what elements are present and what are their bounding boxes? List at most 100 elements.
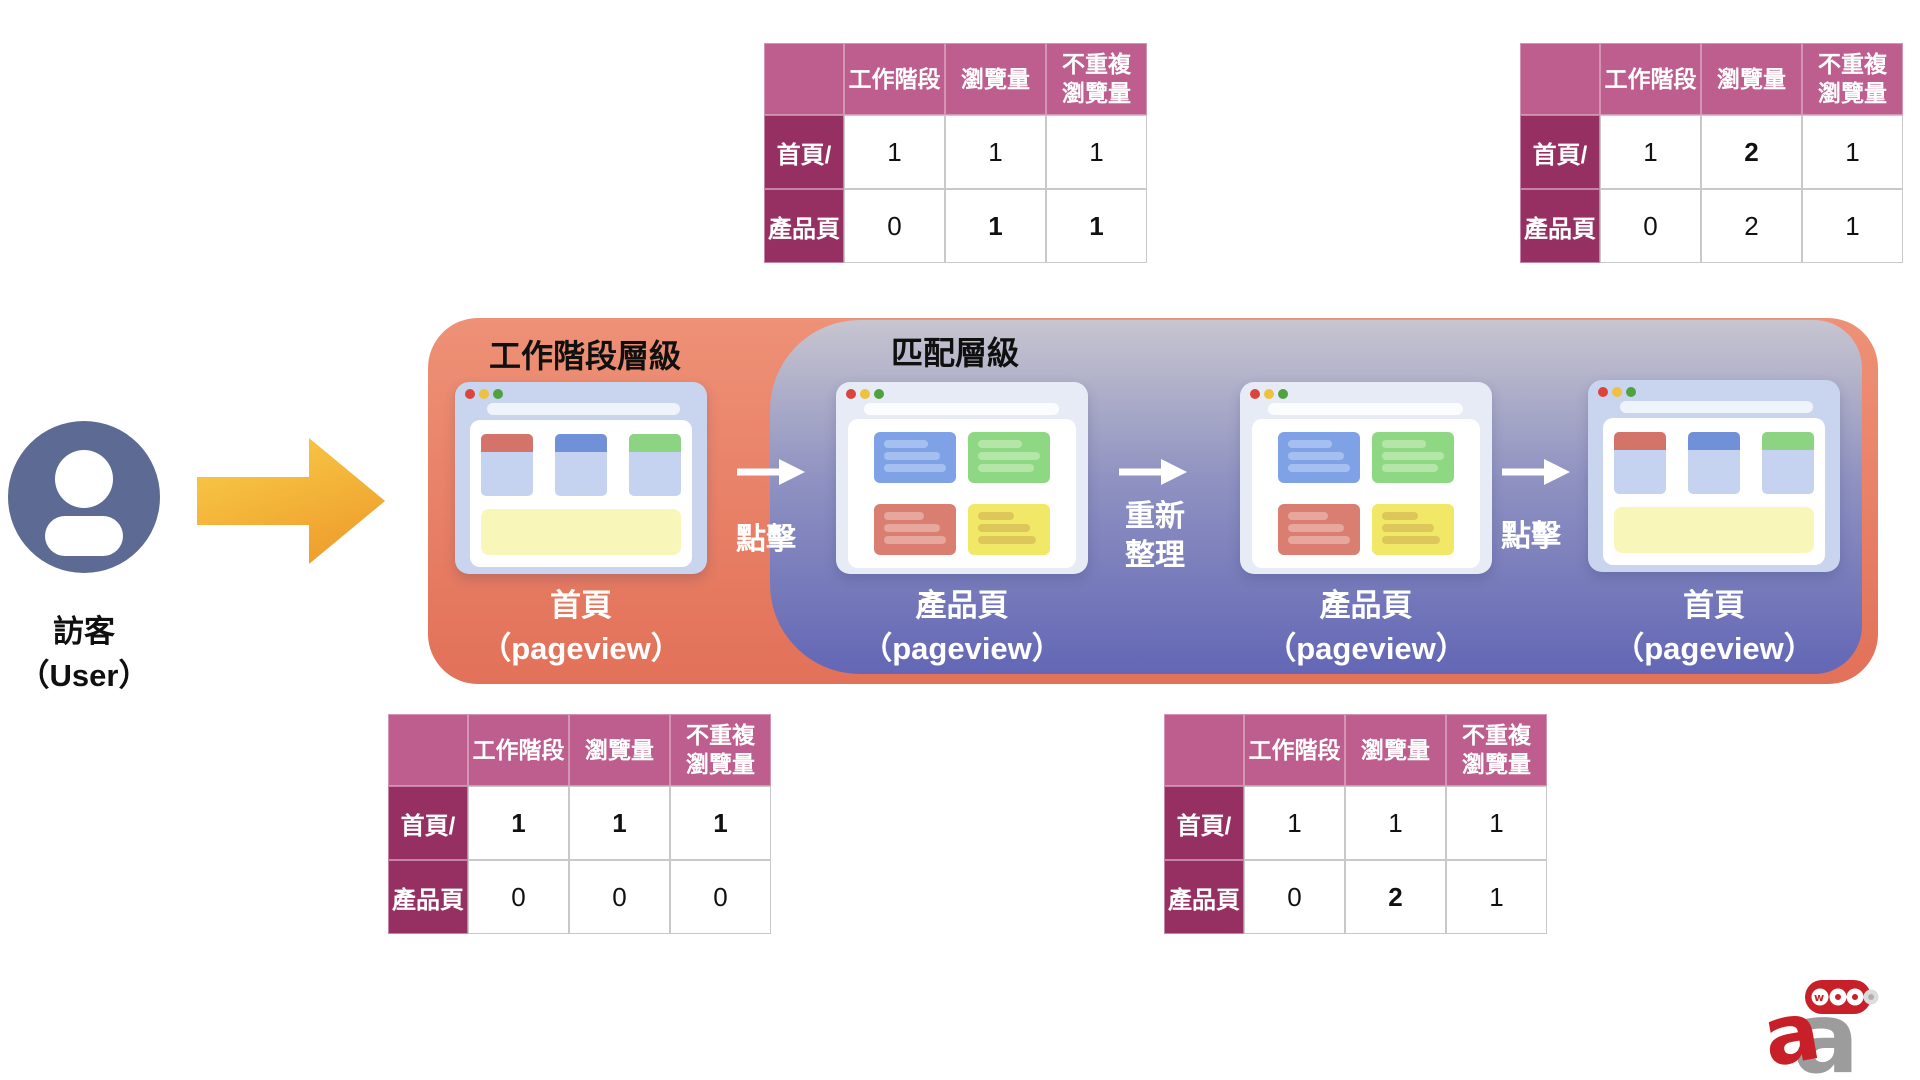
row-header: 產品頁: [1520, 189, 1600, 263]
column-header: 瀏覽量: [945, 43, 1046, 115]
window-caption-4: 首頁 （pageview）: [1554, 584, 1874, 670]
table-corner-cell: [764, 43, 844, 115]
table-cell: 2: [1345, 860, 1446, 934]
transition-label-refresh: 重新 整理: [1125, 500, 1185, 572]
table-cell: 0: [1244, 860, 1345, 934]
table-cell: 0: [670, 860, 771, 934]
table-cell: 1: [844, 115, 945, 189]
table-cell: 1: [945, 115, 1046, 189]
metrics-table-bottom-left: 工作階段 瀏覽量 不重複 瀏覽量 首頁/ 1 1 1 產品頁 0 0 0: [388, 714, 771, 934]
table-cell: 1: [945, 189, 1046, 263]
table-corner-cell: [1520, 43, 1600, 115]
window-caption-1: 首頁 （pageview）: [421, 584, 741, 670]
table-cell: 1: [569, 786, 670, 860]
page-content: [1252, 419, 1480, 568]
card-green: [1372, 432, 1454, 483]
table-cell: 1: [468, 786, 569, 860]
column-header: 工作階段: [1244, 714, 1345, 786]
page-subtitle: （pageview）: [1265, 631, 1467, 666]
url-bar: [1268, 403, 1463, 415]
column-header: 不重複 瀏覽量: [1046, 43, 1147, 115]
session-level-label: 工作階段層級: [488, 338, 681, 374]
transition-label-click-2: 點擊: [1501, 520, 1561, 553]
hit-level-label: 匹配層級: [890, 335, 1019, 371]
traffic-light-green-icon: [1626, 387, 1636, 397]
transition-arrow-icon: [737, 459, 805, 485]
metrics-table-bottom-right: 工作階段 瀏覽量 不重複 瀏覽量 首頁/ 1 1 1 產品頁 0 2 1: [1164, 714, 1547, 934]
page-title: 首頁: [550, 588, 612, 623]
page-content: [1603, 418, 1825, 565]
page-content: [470, 420, 692, 567]
page-subtitle: （pageview）: [480, 631, 682, 666]
row-header: 產品頁: [388, 860, 468, 934]
table-cell: 0: [468, 860, 569, 934]
page-title: 產品頁: [915, 588, 1009, 623]
column-header: 工作階段: [844, 43, 945, 115]
url-bar: [1620, 401, 1813, 413]
card-green: [968, 432, 1050, 483]
traffic-light-yellow-icon: [860, 389, 870, 399]
browser-window-product-1: [836, 382, 1088, 574]
card-blue: [1278, 432, 1360, 483]
page-title: 產品頁: [1319, 588, 1413, 623]
card-yellow: [1372, 504, 1454, 555]
browser-window-product-2: [1240, 382, 1492, 574]
page-subtitle: （pageview）: [861, 631, 1063, 666]
table-cell: 0: [569, 860, 670, 934]
traffic-light-red-icon: [846, 389, 856, 399]
traffic-light-red-icon: [465, 389, 475, 399]
table-cell: 2: [1701, 189, 1802, 263]
column-header: 瀏覽量: [569, 714, 670, 786]
transition-arrow-icon: [1119, 459, 1187, 485]
column-header: 瀏覽量: [1345, 714, 1446, 786]
traffic-light-yellow-icon: [1612, 387, 1622, 397]
card-blue: [874, 432, 956, 483]
metrics-table-top-left: 工作階段 瀏覽量 不重複 瀏覽量 首頁/ 1 1 1 產品頁 0 1 1: [764, 43, 1147, 263]
url-bar: [864, 403, 1059, 415]
card-green: [1762, 432, 1814, 494]
browser-window-homepage-1: [455, 382, 707, 574]
table-cell: 1: [1244, 786, 1345, 860]
banner: [481, 509, 681, 555]
column-header: 不重複 瀏覽量: [1446, 714, 1547, 786]
table-cell: 1: [1046, 115, 1147, 189]
table-cell: 1: [1802, 115, 1903, 189]
table-corner-cell: [1164, 714, 1244, 786]
browser-window-homepage-2: [1588, 380, 1840, 572]
table-cell: 1: [1446, 860, 1547, 934]
column-header: 工作階段: [468, 714, 569, 786]
transition-arrow-icon: [1502, 459, 1570, 485]
url-bar: [487, 403, 680, 415]
awoo-logo: a a w: [1763, 980, 1879, 1078]
row-header: 首頁/: [388, 786, 468, 860]
page-title: 首頁: [1683, 588, 1745, 623]
traffic-light-green-icon: [1278, 389, 1288, 399]
table-cell: 0: [1600, 189, 1701, 263]
table-corner-cell: [388, 714, 468, 786]
traffic-light-red-icon: [1250, 389, 1260, 399]
transition-label-click-1: 點擊: [736, 523, 796, 556]
table-cell: 2: [1701, 115, 1802, 189]
traffic-light-green-icon: [493, 389, 503, 399]
column-header: 不重複 瀏覽量: [670, 714, 771, 786]
traffic-light-yellow-icon: [479, 389, 489, 399]
row-header: 產品頁: [1164, 860, 1244, 934]
row-header: 首頁/: [1520, 115, 1600, 189]
table-cell: 1: [1046, 189, 1147, 263]
metrics-table-top-right: 工作階段 瀏覽量 不重複 瀏覽量 首頁/ 1 2 1 產品頁 0 2 1: [1520, 43, 1903, 263]
card-blue: [1688, 432, 1740, 494]
page-content: [848, 419, 1076, 568]
column-header: 瀏覽量: [1701, 43, 1802, 115]
row-header: 首頁/: [1164, 786, 1244, 860]
column-header: 工作階段: [1600, 43, 1701, 115]
svg-text:w: w: [1814, 991, 1824, 1004]
table-cell: 1: [1345, 786, 1446, 860]
table-cell: 1: [670, 786, 771, 860]
visitor-label: 訪客 （User）: [18, 614, 150, 693]
user-icon: [8, 421, 160, 573]
page-subtitle: （pageview）: [1613, 631, 1815, 666]
traffic-light-green-icon: [874, 389, 884, 399]
flow-start-arrow-icon: [197, 438, 385, 564]
row-header: 首頁/: [764, 115, 844, 189]
